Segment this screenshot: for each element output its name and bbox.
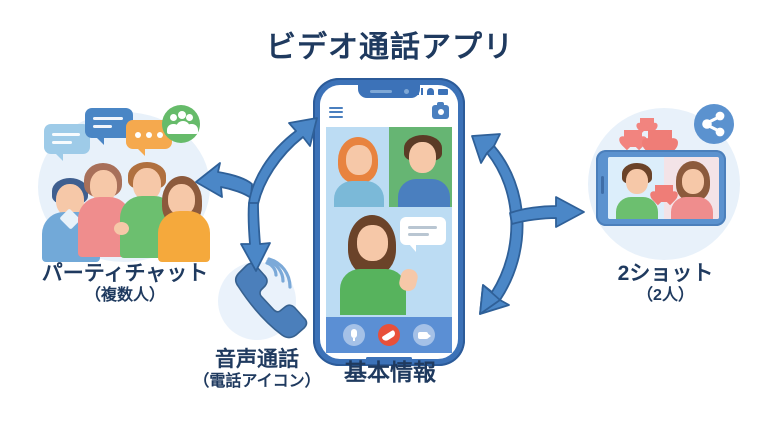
group-people-icon (162, 105, 200, 143)
video-tile-participant-1[interactable] (326, 127, 389, 207)
voice-call-label-group: 音声通話 （電話アイコン） (182, 348, 332, 392)
chat-bubble-icon (44, 124, 90, 161)
center-label-group: 基本情報 (318, 359, 462, 386)
camera-icon[interactable] (432, 102, 449, 119)
video-tile-participant-2[interactable] (389, 127, 452, 207)
page-title: ビデオ通話アプリ (266, 31, 514, 64)
phone-side-bar (601, 176, 604, 194)
heart-icon (654, 185, 673, 202)
arrow-twoshot-updown (471, 133, 524, 315)
party-chat-label: パーティチャット (41, 262, 209, 285)
party-chat-label-group: パーティチャット （複数人） (20, 262, 230, 306)
heart-icon (648, 130, 672, 152)
arrow-center-to-twoshot (509, 196, 585, 228)
video-tile-row (326, 127, 452, 207)
chat-bubble-icon (85, 108, 133, 145)
video-camera-icon[interactable] (413, 324, 435, 346)
arrow-center-to-voice (240, 202, 271, 272)
phone-mockup (313, 78, 465, 366)
video-tile-participant-3[interactable] (326, 207, 452, 317)
two-shot-label: 2ショット (617, 262, 714, 285)
heart-icon (640, 118, 654, 131)
share-icon[interactable] (694, 104, 734, 144)
two-shot-participant-1[interactable] (608, 157, 664, 219)
voice-call-label: 音声通話 (215, 348, 299, 371)
phone-notch (358, 85, 420, 98)
horizontal-phone-screen (608, 157, 719, 219)
speaker-grill (370, 90, 392, 93)
end-call-icon[interactable] (378, 324, 400, 346)
two-shot-label-group: 2ショット （2人） (578, 262, 753, 306)
microphone-icon[interactable] (343, 324, 365, 346)
arrow-party-to-center (248, 117, 318, 205)
voice-call-scene-background (218, 262, 296, 340)
status-bar (413, 88, 448, 95)
two-shot-participant-2[interactable] (663, 157, 719, 219)
app-bar (320, 99, 458, 125)
two-shot-sublabel: （2人） (637, 286, 694, 304)
call-controls (326, 317, 452, 353)
heart-icon (624, 130, 642, 147)
phone-screen (320, 85, 458, 359)
home-indicator (366, 357, 412, 359)
front-camera-dot (404, 89, 409, 94)
horizontal-phone-mockup (596, 150, 726, 226)
chat-bubble-dots-icon (126, 120, 172, 156)
speech-bubble-icon (400, 217, 446, 252)
hamburger-menu-icon[interactable] (329, 104, 343, 120)
video-tiles (326, 127, 452, 353)
voice-call-sublabel: （電話アイコン） (193, 372, 321, 390)
center-label: 基本情報 (344, 359, 436, 385)
party-chat-sublabel: （複数人） (84, 286, 165, 304)
